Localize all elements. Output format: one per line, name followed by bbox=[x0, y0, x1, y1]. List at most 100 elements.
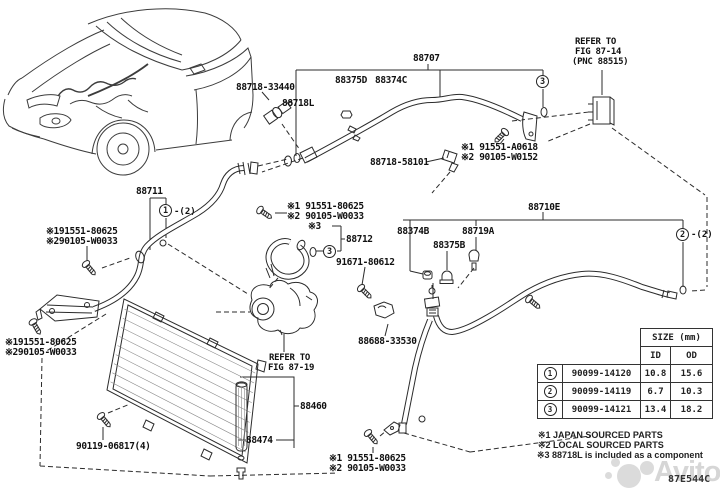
size-table-col-od: OD bbox=[670, 346, 713, 365]
diagram-code: 87E544C bbox=[668, 474, 711, 485]
grommet-88375B bbox=[439, 270, 454, 284]
connector-88718-33440 bbox=[262, 100, 293, 125]
row-od-value: 10.3 bbox=[670, 382, 713, 401]
note-191551-80625: ※191551-80625 bbox=[46, 226, 118, 237]
clamp-88718-58101 bbox=[441, 149, 459, 173]
label-88707: 88707 bbox=[413, 53, 440, 64]
suction-hose-ring bbox=[296, 239, 306, 251]
cap-88374B bbox=[422, 270, 433, 280]
stud-88374C bbox=[347, 125, 361, 142]
hose-end-ribs bbox=[237, 161, 259, 176]
label-88710E: 88710E bbox=[528, 202, 560, 213]
oring-top bbox=[540, 107, 548, 117]
size-table-row: 3 90099-14121 13.4 18.2 bbox=[537, 400, 713, 419]
label-88374C: 88374C bbox=[375, 75, 407, 86]
footnote-local-sourced: ※2 LOCAL SOURCED PARTS bbox=[538, 440, 664, 450]
pipe-outlines bbox=[92, 93, 670, 425]
row-od-value: 18.2 bbox=[670, 400, 713, 419]
note-91551-A0618: ※1 91551-A0618 bbox=[461, 142, 538, 153]
nut-88375D bbox=[340, 110, 353, 119]
refer-fig-87-14-line2: FIG 87-14 bbox=[575, 47, 622, 57]
valve-88719A bbox=[468, 249, 480, 271]
row-id-value: 10.8 bbox=[640, 364, 671, 383]
row-callout-3: 3 bbox=[543, 403, 557, 416]
label-88460: 88460 bbox=[300, 401, 327, 412]
callout-1: 1 bbox=[159, 204, 172, 217]
car-sketch bbox=[2, 8, 254, 176]
label-88375B: 88375B bbox=[433, 240, 465, 251]
clip bbox=[159, 239, 167, 247]
row-part-number: 90099-14120 bbox=[562, 364, 641, 383]
clamp-88688-33530 bbox=[373, 301, 395, 319]
bolt-icon bbox=[362, 427, 381, 447]
hose-grommet bbox=[135, 250, 145, 264]
size-table-row: 1 90099-14120 10.8 15.6 bbox=[537, 364, 713, 383]
row-id-value: 6.7 bbox=[640, 382, 671, 401]
row-part-number: 90099-14119 bbox=[562, 382, 641, 401]
label-88375D: 88375D bbox=[335, 75, 367, 86]
liquid-pipe-end bbox=[661, 289, 678, 300]
size-table-header: SIZE (mm) bbox=[640, 328, 713, 347]
note-91551-80625-botcenter: ※1 91551-80625 bbox=[329, 453, 406, 464]
row-part-number: 90099-14121 bbox=[562, 400, 641, 419]
refer-fig-87-19-line2: FIG 87-19 bbox=[268, 363, 315, 373]
discharge-hose-fitting bbox=[35, 294, 100, 322]
receiver-drier bbox=[235, 381, 248, 480]
fittings-and-parts bbox=[27, 96, 687, 480]
compressor bbox=[249, 279, 318, 336]
note-90105-W0152: ※2 90105-W0152 bbox=[461, 152, 538, 163]
label-88711: 88711 bbox=[136, 186, 163, 197]
label-88719A: 88719A bbox=[462, 226, 494, 237]
bolt-icon bbox=[95, 410, 114, 430]
note-191551-80625-bottom: ※191551-80625 bbox=[5, 337, 77, 348]
refer-fig-87-14-line1: REFER TO bbox=[575, 37, 616, 47]
leader-lines bbox=[86, 64, 684, 453]
footnote-japan-sourced: ※1 JAPAN SOURCED PARTS bbox=[538, 430, 663, 440]
bolt-icon bbox=[27, 316, 45, 337]
callout-1-qty: -(2) bbox=[174, 207, 196, 217]
label-88718-33440: 88718-33440 bbox=[236, 82, 295, 93]
tube-fitting-assembly bbox=[423, 285, 441, 317]
label-88374B: 88374B bbox=[397, 226, 429, 237]
label-88688-33530: 88688-33530 bbox=[358, 336, 417, 347]
label-88712: 88712 bbox=[346, 234, 373, 245]
bolt-icon bbox=[254, 204, 275, 222]
oring-right bbox=[679, 285, 687, 295]
bolt-icon bbox=[355, 282, 375, 302]
label-88718-58101: 88718-58101 bbox=[370, 157, 429, 168]
refer-component-88515 bbox=[588, 96, 615, 126]
size-table: SIZE (mm) ID OD 1 90099-14120 10.8 15.6 … bbox=[537, 328, 713, 419]
callout-2: 2 bbox=[676, 228, 689, 241]
suction-pipe-end bbox=[383, 415, 426, 436]
row-callout-2: 2 bbox=[543, 385, 557, 398]
label-88474: 88474 bbox=[246, 435, 273, 446]
note-90105-W0033-mid: ※2 90105-W0033 bbox=[287, 211, 364, 222]
label-mark3: ※3 bbox=[308, 221, 321, 232]
footnote-88718L-component: ※3 88718L is included as a component bbox=[537, 450, 703, 460]
row-od-value: 15.6 bbox=[670, 364, 713, 383]
condenser bbox=[106, 298, 267, 464]
note-290105-W0033: ※290105-W0033 bbox=[46, 236, 118, 247]
size-table-col-id: ID bbox=[640, 346, 671, 365]
refer-fig-87-19-line1: REFER TO bbox=[269, 353, 310, 363]
note-290105-W0033-bottom: ※290105-W0033 bbox=[5, 347, 77, 358]
callout-3-mid: 3 bbox=[323, 245, 336, 258]
note-91551-80625-mid: ※1 91551-80625 bbox=[287, 201, 364, 212]
note-90105-W0033-botcenter: ※2 90105-W0033 bbox=[329, 463, 406, 474]
callout-2-qty: -(2) bbox=[691, 230, 713, 240]
pipe-end-bracket bbox=[522, 111, 538, 142]
row-callout-1: 1 bbox=[543, 367, 557, 380]
row-id-value: 13.4 bbox=[640, 400, 671, 419]
label-91671-80612: 91671-80612 bbox=[336, 257, 395, 268]
refer-fig-87-14-line3: (PNC 88515) bbox=[572, 57, 629, 67]
dashed-construction-lines bbox=[39, 111, 708, 477]
label-90119-06817: 90119-06817(4) bbox=[76, 441, 151, 452]
size-table-row: 2 90099-14119 6.7 10.3 bbox=[537, 382, 713, 401]
bolt-icon bbox=[80, 258, 99, 278]
bolt-icon bbox=[523, 293, 543, 312]
oring-small bbox=[309, 247, 317, 257]
suction-hose-ribs bbox=[265, 263, 275, 279]
pipe-end-left bbox=[299, 146, 318, 164]
